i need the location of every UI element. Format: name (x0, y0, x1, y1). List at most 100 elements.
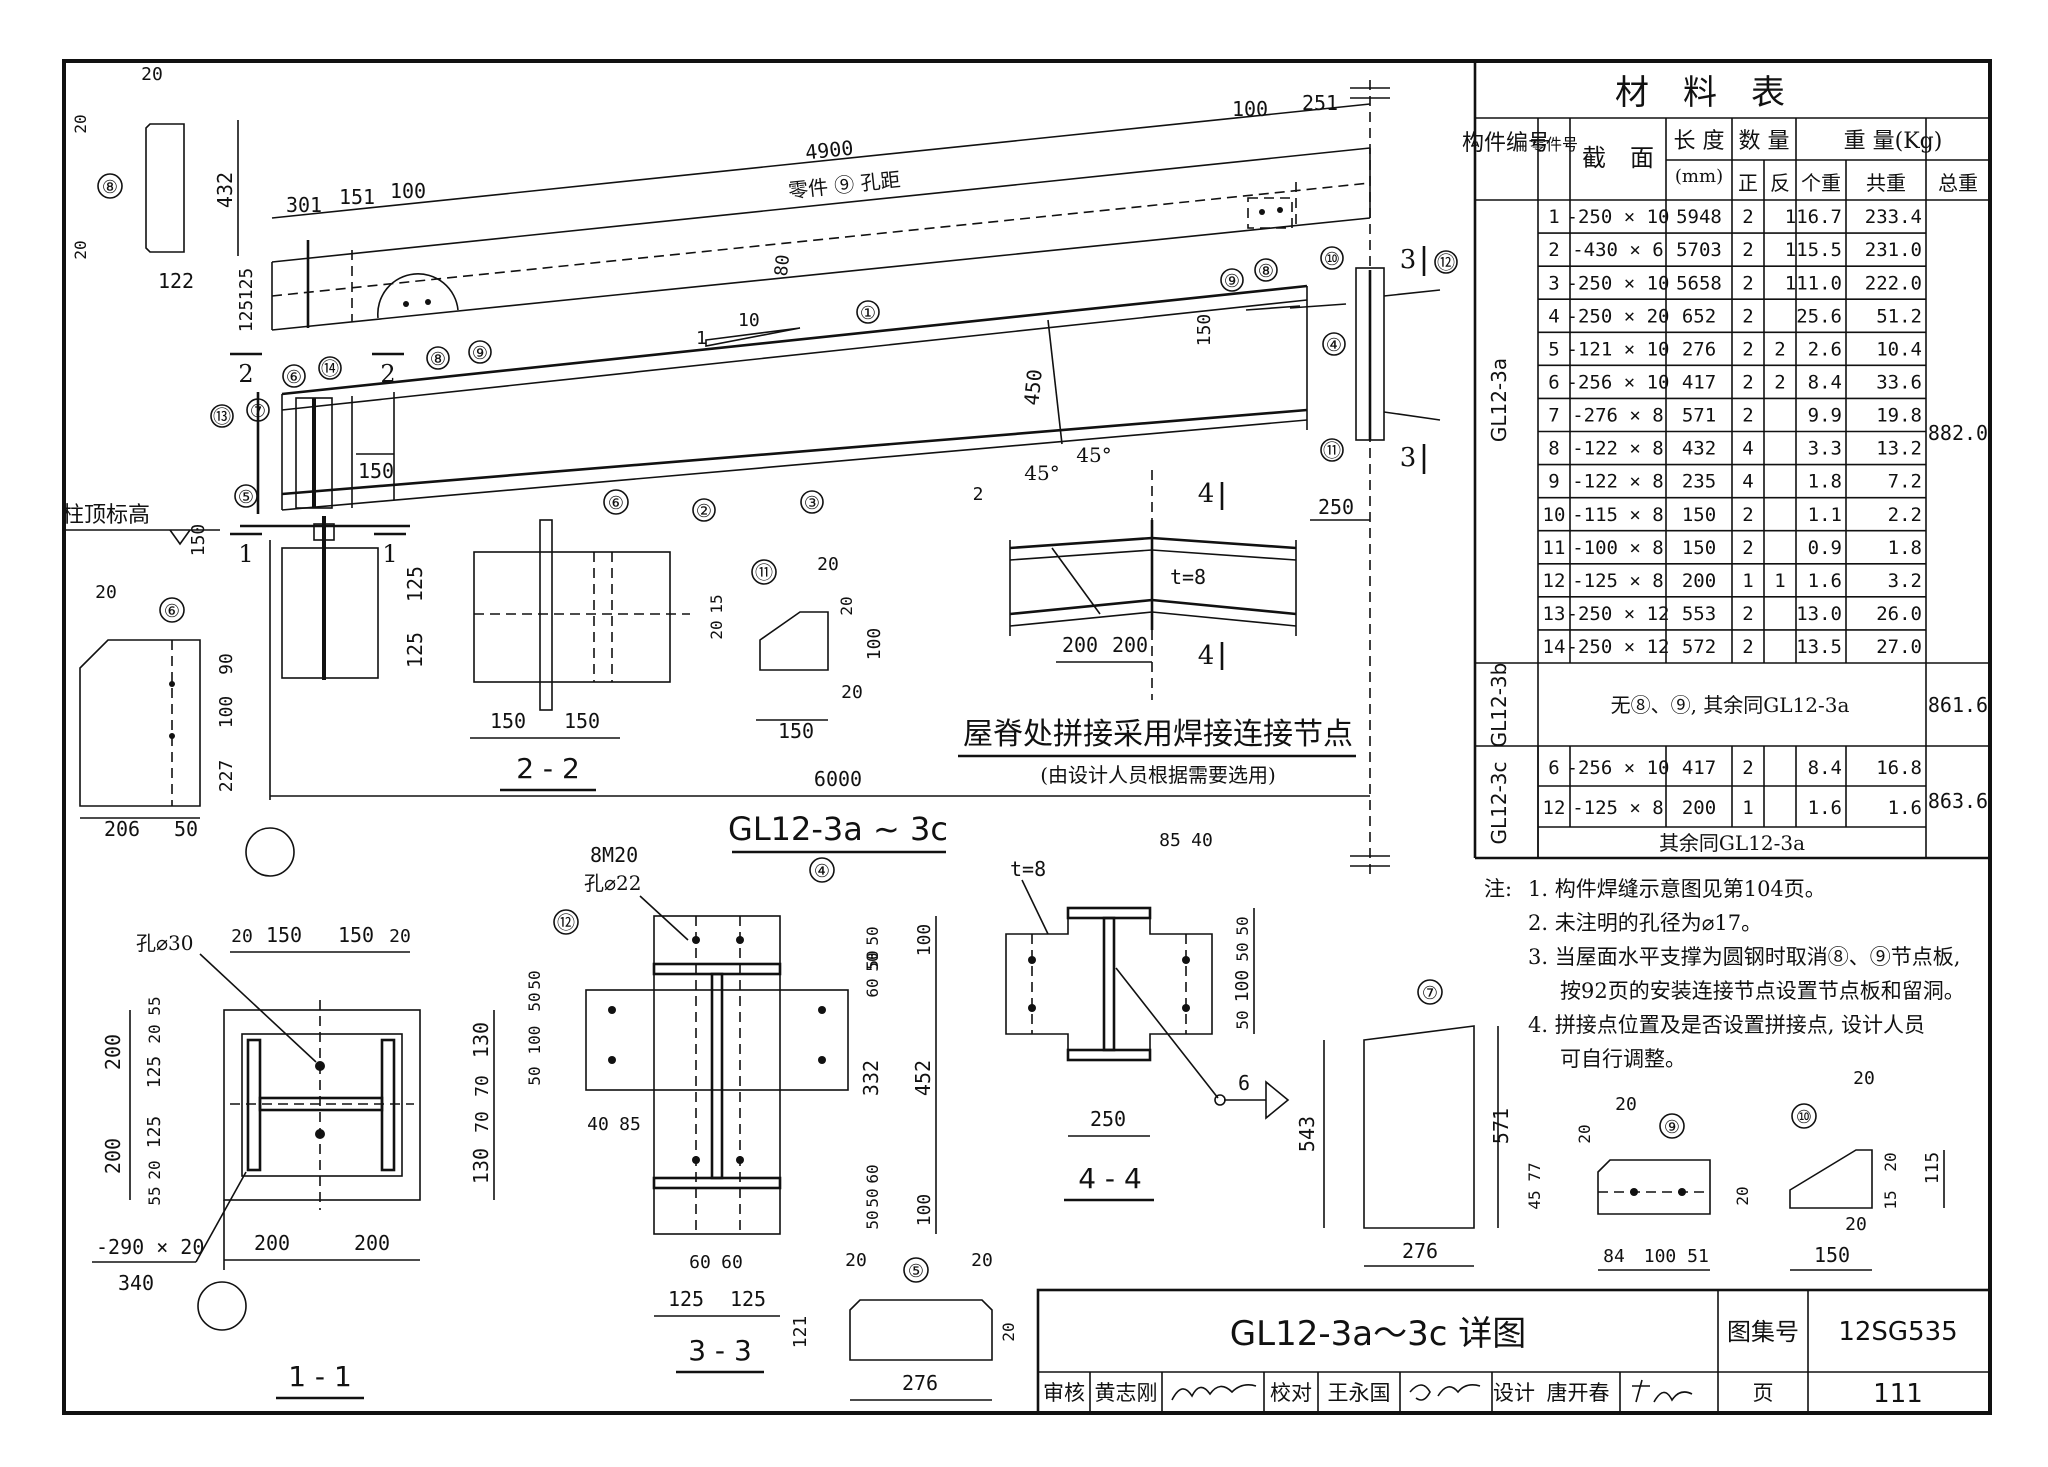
table-row-section: -256 × 10 (1567, 372, 1670, 394)
table-row-qty-pos: 1 (1742, 797, 1753, 819)
callout-part-1: ① (860, 303, 876, 324)
plate11-dim-20c: 20 (837, 596, 856, 615)
dim-150-col: 150 (188, 524, 209, 557)
table-row-weight-sum: 233.4 (1865, 206, 1922, 228)
table-row-section: -100 × 8 (1572, 537, 1664, 559)
table-row-qty-pos: 2 (1742, 372, 1753, 394)
dim-150-ridge: 150 (1194, 314, 1215, 347)
s33-d50-left: 50 (525, 1066, 544, 1085)
checker-name: 王永国 (1328, 1381, 1391, 1405)
table-row-weight-each: 8.4 (1808, 757, 1842, 779)
table-row-part: 13 (1543, 603, 1566, 625)
plate-8-detail: ⑧ 20 432 122 20 20 (71, 64, 239, 293)
member-b: GL12-3b (1487, 663, 1511, 748)
dim-151: 151 (339, 185, 375, 209)
callout-part-8: ⑧ (430, 349, 446, 370)
table-row-section: -125 × 8 (1572, 570, 1664, 592)
notes: 注: 1. 构件焊缝示意图见第104页。 2. 未注明的孔径为⌀17。 3. 当… (1484, 877, 1965, 1071)
reviewer-name: 黄志刚 (1095, 1381, 1158, 1405)
callout-part-4: ④ (1326, 335, 1342, 356)
table-row-weight-each: 115.5 (1785, 239, 1842, 261)
table-row-qty-neg: 2 (1774, 372, 1785, 394)
dim-250: 250 (1318, 495, 1354, 519)
s33-d60a: 60 (863, 978, 882, 997)
s44-d50c: 50 (1233, 1010, 1252, 1029)
callout-part-13: ⑬ (213, 407, 231, 428)
s11-title: 1 - 1 (288, 1360, 352, 1393)
table-row-length: 432 (1682, 438, 1716, 460)
plate10-d20a: 20 (1853, 1068, 1875, 1089)
s33-d60c: 60 (689, 1252, 711, 1273)
callout-part-8-ridge: ⑧ (1258, 261, 1274, 282)
s22-dim-150-b: 150 (564, 709, 600, 733)
member-c: GL12-3c (1487, 761, 1511, 844)
table-row-weight-sum: 3.2 (1888, 570, 1922, 592)
s11-d20a: 20 (231, 926, 253, 947)
plate9-d45: 45 (1525, 1190, 1544, 1209)
table-row-qty-pos: 2 (1742, 305, 1753, 327)
plate-7-detail: ⑦ 543 571 276 (1295, 979, 1513, 1267)
callout-part-10: ⑩ (1324, 249, 1340, 270)
s33-d50c: 50 (525, 970, 544, 989)
review-label: 审核 (1043, 1381, 1085, 1405)
s11-d200a: 200 (101, 1034, 125, 1070)
sheet-border (62, 59, 1992, 1415)
table-row-qty-pos: 2 (1742, 636, 1753, 658)
checker-signature (1409, 1384, 1481, 1401)
table-title: 材 料 表 (1615, 73, 1785, 113)
table-row-part: 10 (1543, 504, 1566, 526)
table-row-length: 652 (1682, 305, 1716, 327)
th-w-each: 个重 (1801, 171, 1841, 195)
s44-d250: 250 (1090, 1107, 1126, 1131)
plate9-d84: 84 (1603, 1246, 1625, 1267)
table-row-length: 276 (1682, 338, 1716, 360)
plate7-d571: 571 (1489, 1108, 1513, 1144)
table-row-section: -115 × 8 (1572, 504, 1664, 526)
plate11-dim-15: 15 (707, 594, 726, 613)
s11-d20c: 20 (145, 1024, 164, 1043)
note-1: 1. 构件焊缝示意图见第104页。 (1528, 877, 1826, 901)
table-row-weight-sum: 13.2 (1876, 438, 1922, 460)
s44-d50a: 50 (1233, 916, 1252, 935)
table-row-weight-sum: 16.8 (1876, 757, 1922, 779)
plate-9-detail: ⑨ 20 20 45 77 84 100 51 (1525, 1094, 1711, 1271)
atlas-number: 12SG535 (1838, 1317, 1957, 1347)
ridge-dim-200b: 200 (1112, 633, 1148, 657)
bolt-hole (608, 1006, 616, 1014)
s33-d100b: 100 (914, 1194, 935, 1227)
table-row-section: -250 × 12 (1567, 603, 1670, 625)
ridge-sec-4-top: 4 (1198, 479, 1215, 509)
table-row-weight-each: 13.5 (1796, 636, 1842, 658)
plate9-d100: 100 (1644, 1246, 1677, 1267)
th-w-total: 总重 (1938, 171, 1978, 195)
note-3b: 按92页的安装连接节点设置节点板和留洞。 (1560, 979, 1965, 1003)
table-row-section: -122 × 8 (1572, 471, 1664, 493)
design-label: 设计 (1493, 1381, 1535, 1405)
table-row-part: 8 (1548, 438, 1559, 460)
note-4b: 可自行调整。 (1560, 1047, 1686, 1071)
s33-d50a: 50 (863, 926, 882, 945)
th-w-sum: 共重 (1866, 171, 1906, 195)
table-row-weight-each: 1.1 (1808, 504, 1842, 526)
plate9-callout: ⑨ (1664, 1117, 1680, 1138)
bolt-hole (818, 1056, 826, 1064)
callout-part-9: ⑨ (472, 343, 488, 364)
table-row-weight-sum: 33.6 (1876, 372, 1922, 394)
plate10-d20d: 20 (1845, 1214, 1867, 1235)
th-part: 零件号 (1530, 135, 1578, 154)
plate8-dim-122: 122 (158, 269, 194, 293)
plate-6-detail: ⑥ 20 90 100 227 206 50 (79, 582, 237, 841)
bolt-hole (692, 1156, 700, 1164)
dim-450: 450 (1019, 368, 1047, 406)
th-member: 构件编号 (1462, 131, 1550, 156)
table-row-length: 150 (1682, 504, 1716, 526)
callout-part-14: ⑭ (321, 359, 339, 380)
table-row-qty-pos: 2 (1742, 239, 1753, 261)
callout-part-7: ⑦ (250, 401, 266, 422)
plate5-d276: 276 (902, 1371, 938, 1395)
table-row-qty-pos: 2 (1742, 272, 1753, 294)
dim-100-left: 100 (390, 179, 426, 203)
table-row-part: 9 (1548, 471, 1559, 493)
table-row-qty-neg: 1 (1774, 570, 1785, 592)
plate-11-detail: ⑪ 20 20 15 100 20 20 150 (707, 554, 885, 743)
